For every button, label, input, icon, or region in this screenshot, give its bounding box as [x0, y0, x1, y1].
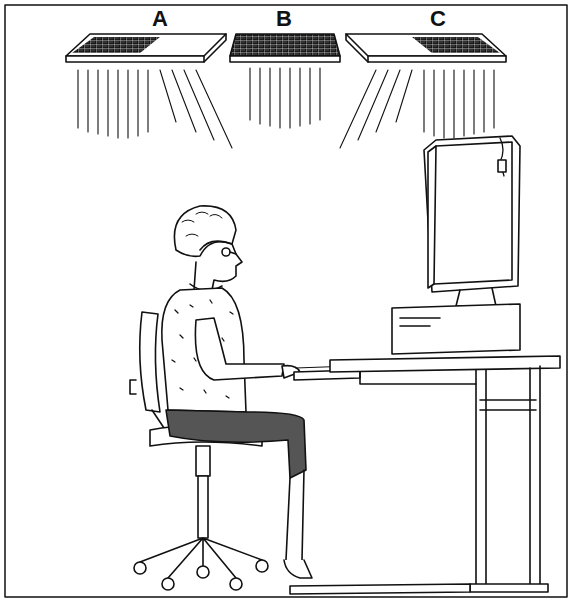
- light-fixture-a: [66, 34, 226, 62]
- light-fixture-b: [230, 34, 340, 62]
- fixture-letter: A: [152, 8, 168, 30]
- light-rays-c: [340, 70, 494, 148]
- computer-desk: [290, 136, 560, 594]
- seated-woman: [162, 206, 312, 578]
- fixture-letter: C: [430, 8, 446, 30]
- light-rays-b: [250, 68, 320, 128]
- frame: [5, 5, 567, 597]
- fixture-letter: B: [276, 8, 292, 30]
- light-fixture-c: [346, 34, 506, 62]
- light-rays-a: [78, 70, 232, 148]
